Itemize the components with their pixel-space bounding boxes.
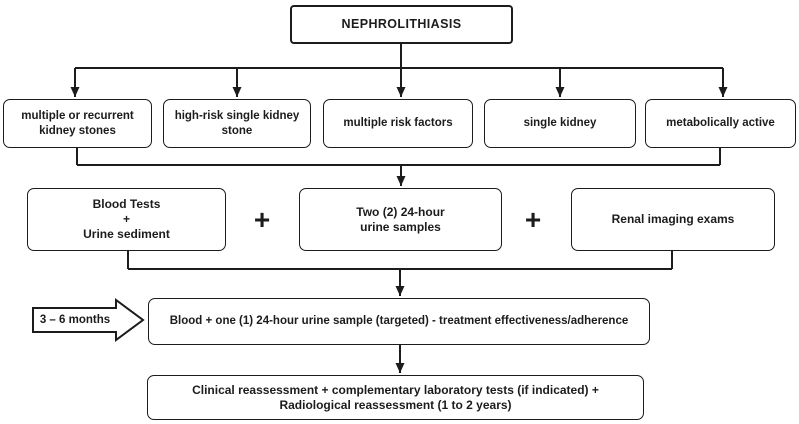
workup-box-urine-samples: Two (2) 24-hour urine samples <box>299 188 502 251</box>
workup-box-renal-imaging: Renal imaging exams <box>571 188 775 251</box>
followup-label: Blood + one (1) 24-hour urine sample (ta… <box>169 315 629 328</box>
indication-label: metabolically active <box>666 117 775 130</box>
timeframe-arrow-shape <box>32 298 145 342</box>
reassessment-label: Clinical reassessment + complementary la… <box>192 382 599 412</box>
indication-box-recurrent-stones: multiple or recurrent kidney stones <box>3 99 152 148</box>
workup-label: Two (2) 24-hour urine samples <box>356 204 445 234</box>
indication-box-metabolically-active: metabolically active <box>645 99 796 148</box>
workup-box-blood-urine: Blood Tests + Urine sediment <box>27 188 226 251</box>
plus-sign: + <box>524 204 542 235</box>
indication-box-single-kidney: single kidney <box>484 99 636 148</box>
title-box: NEPHROLITHIASIS <box>290 5 513 44</box>
timeframe-label: 3 – 6 months <box>39 314 111 326</box>
indication-box-risk-factors: multiple risk factors <box>323 99 473 148</box>
indication-label: multiple risk factors <box>343 117 453 130</box>
plus-sign: + <box>253 204 271 235</box>
followup-box: Blood + one (1) 24-hour urine sample (ta… <box>148 298 650 345</box>
indication-box-high-risk-stone: high-risk single kidney stone <box>163 99 311 148</box>
reassessment-box: Clinical reassessment + complementary la… <box>147 375 644 420</box>
workup-label: Blood Tests + Urine sediment <box>83 197 170 241</box>
title-label: NEPHROLITHIASIS <box>341 16 462 31</box>
workup-label: Renal imaging exams <box>611 212 735 226</box>
indication-label: single kidney <box>523 117 597 130</box>
indication-label: high-risk single kidney stone <box>174 110 300 137</box>
indication-label: multiple or recurrent kidney stones <box>21 110 134 137</box>
